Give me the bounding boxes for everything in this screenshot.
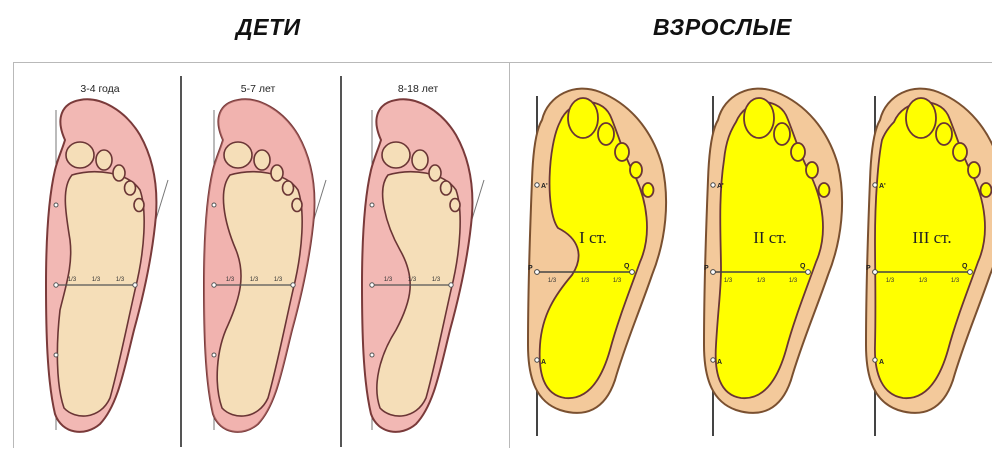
third-label: 1/3 xyxy=(581,278,590,284)
point-label: Q xyxy=(962,263,968,270)
third-label: 1/3 xyxy=(116,277,125,283)
third-label: 1/3 xyxy=(384,277,393,283)
third-label: 1/3 xyxy=(919,278,928,284)
degree-label: III ст. xyxy=(912,228,951,247)
third-label: 1/3 xyxy=(226,277,235,283)
point-label: P xyxy=(704,265,709,272)
point-label: A' xyxy=(717,183,724,190)
point-label: Q xyxy=(800,263,806,270)
point-label: A' xyxy=(879,183,886,190)
degree-label: II ст. xyxy=(753,228,787,247)
adult-footprint xyxy=(704,89,842,436)
child-footprint xyxy=(46,99,168,432)
third-label: 1/3 xyxy=(432,277,441,283)
child-footprint xyxy=(204,99,326,432)
child-footprint xyxy=(362,99,484,432)
adult-footprint xyxy=(528,89,666,436)
third-label: 1/3 xyxy=(613,278,622,284)
third-label: 1/3 xyxy=(951,278,960,284)
third-label: 1/3 xyxy=(724,278,733,284)
third-label: 1/3 xyxy=(886,278,895,284)
point-label: A xyxy=(541,359,546,366)
age-label: 3-4 года xyxy=(80,83,119,95)
degree-label: I ст. xyxy=(579,228,607,247)
third-label: 1/3 xyxy=(250,277,259,283)
point-label: A' xyxy=(541,183,548,190)
third-label: 1/3 xyxy=(408,277,417,283)
third-label: 1/3 xyxy=(274,277,283,283)
point-label: A xyxy=(717,359,722,366)
point-label: P xyxy=(528,265,533,272)
third-label: 1/3 xyxy=(92,277,101,283)
age-label: 8-18 лет xyxy=(398,83,439,95)
third-label: 1/3 xyxy=(757,278,766,284)
third-label: 1/3 xyxy=(789,278,798,284)
adult-footprint xyxy=(866,89,992,436)
point-label: Q xyxy=(624,263,630,270)
point-label: A xyxy=(879,359,884,366)
age-label: 5-7 лет xyxy=(241,83,276,95)
third-label: 1/3 xyxy=(548,278,557,284)
third-label: 1/3 xyxy=(68,277,77,283)
point-label: P xyxy=(866,265,871,272)
